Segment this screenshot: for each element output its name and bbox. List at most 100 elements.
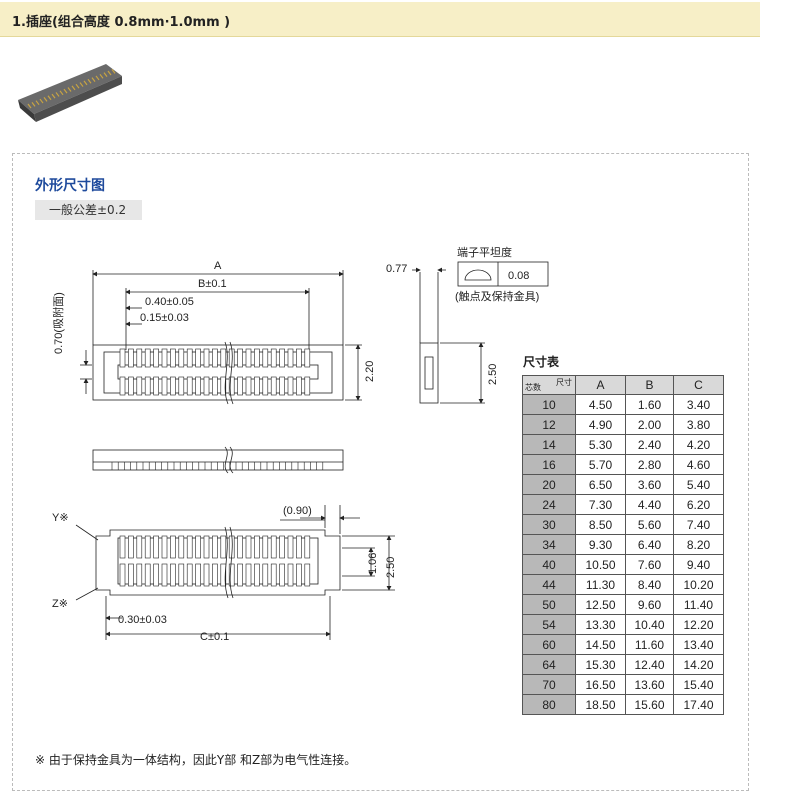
terminal [153, 348, 159, 368]
terminal [170, 563, 176, 587]
terminal [270, 563, 277, 587]
dim-030-label: 0.30±0.03 [118, 614, 167, 626]
terminal [270, 348, 277, 368]
pin-count-cell: 24 [522, 494, 576, 515]
dimension-cell: 8.50 [575, 514, 626, 535]
front-view-outline [92, 449, 344, 471]
terminal [31, 101, 36, 107]
dim-c-label: C±0.1 [200, 631, 229, 643]
col-header-c: C [673, 375, 724, 395]
pin-count-cell: 16 [522, 454, 576, 475]
terminal [279, 563, 285, 587]
dimension-cell: 7.30 [575, 494, 626, 515]
terminal [170, 535, 176, 559]
pin-count-cell: 20 [522, 474, 576, 495]
pin-count-cell: 40 [522, 554, 576, 575]
terminal [304, 348, 311, 368]
corner-dim-label: 尺寸 [556, 378, 572, 387]
terminal [254, 376, 260, 396]
terminal [103, 72, 108, 78]
pin-count-cell: 34 [522, 534, 576, 555]
side-view-outline [419, 342, 439, 404]
mark-z-label: Z※ [52, 598, 68, 610]
table-header-row: 芯数 尺寸 A B C [522, 375, 724, 395]
dimension-cell: 16.50 [575, 674, 626, 695]
pin-count-cell: 80 [522, 694, 576, 715]
dimension-cell: 13.30 [575, 614, 626, 635]
terminal [262, 376, 269, 396]
dim-width-label: 0.15±0.03 [140, 312, 189, 324]
terminal [304, 563, 311, 587]
terminal [186, 535, 193, 559]
terminal [296, 535, 302, 559]
terminal [228, 563, 235, 587]
dimension-cell: 15.40 [673, 674, 724, 695]
terminal [170, 348, 176, 368]
terminal [220, 376, 227, 396]
dimension-cell: 4.90 [575, 414, 626, 435]
terminal [287, 376, 294, 396]
dimension-cell: 7.60 [625, 554, 674, 575]
terminal [287, 348, 294, 368]
terminal [212, 535, 218, 559]
dimension-cell: 6.40 [625, 534, 674, 555]
terminal [83, 80, 88, 86]
terminal [161, 563, 168, 587]
dim-pitch-label: 0.40±0.05 [145, 296, 194, 308]
terminal [144, 535, 151, 559]
terminal [119, 376, 126, 396]
dim-side-label: 0.70(吸附面) [51, 292, 65, 354]
dimension-cell: 9.30 [575, 534, 626, 555]
terminal [35, 100, 40, 106]
terminal [144, 376, 151, 396]
pin-count-cell: 44 [522, 574, 576, 595]
terminal [212, 348, 218, 368]
terminal [43, 97, 48, 102]
flatness-note: (触点及保持金具) [455, 289, 539, 303]
dimension-cell: 7.40 [673, 514, 724, 535]
terminal [245, 348, 252, 368]
table-corner-cell: 芯数 尺寸 [522, 375, 576, 395]
terminal [203, 348, 210, 368]
top-view-outline [92, 344, 344, 401]
terminal [39, 98, 44, 104]
terminal [63, 88, 68, 94]
dimension-cell: 12.40 [625, 654, 674, 675]
terminal [128, 376, 134, 396]
dimension-cell: 11.30 [575, 574, 626, 595]
terminal [119, 535, 126, 559]
terminal [47, 95, 52, 101]
dimension-cell: 10.40 [625, 614, 674, 635]
dimension-cell: 6.20 [673, 494, 724, 515]
terminal [79, 82, 84, 87]
dimension-cell: 5.70 [575, 454, 626, 475]
terminal [220, 348, 227, 368]
terminal [279, 535, 285, 559]
dim-220-label: 2.20 [364, 361, 376, 382]
terminal [203, 563, 210, 587]
flatness-value: 0.08 [508, 270, 529, 282]
terminal [119, 348, 126, 368]
col-header-b: B [625, 375, 674, 395]
dimension-cell: 8.40 [625, 574, 674, 595]
terminal [296, 348, 302, 368]
col-header-a: A [575, 375, 626, 395]
terminal [287, 563, 294, 587]
terminal [228, 376, 235, 396]
terminal [99, 73, 104, 79]
terminal [203, 535, 210, 559]
drawing-panel [12, 153, 749, 791]
terminal [186, 376, 193, 396]
dimension-cell: 12.50 [575, 594, 626, 615]
dimension-cell: 15.60 [625, 694, 674, 715]
dimension-cell: 5.60 [625, 514, 674, 535]
terminal [136, 535, 143, 559]
terminal [170, 376, 176, 396]
